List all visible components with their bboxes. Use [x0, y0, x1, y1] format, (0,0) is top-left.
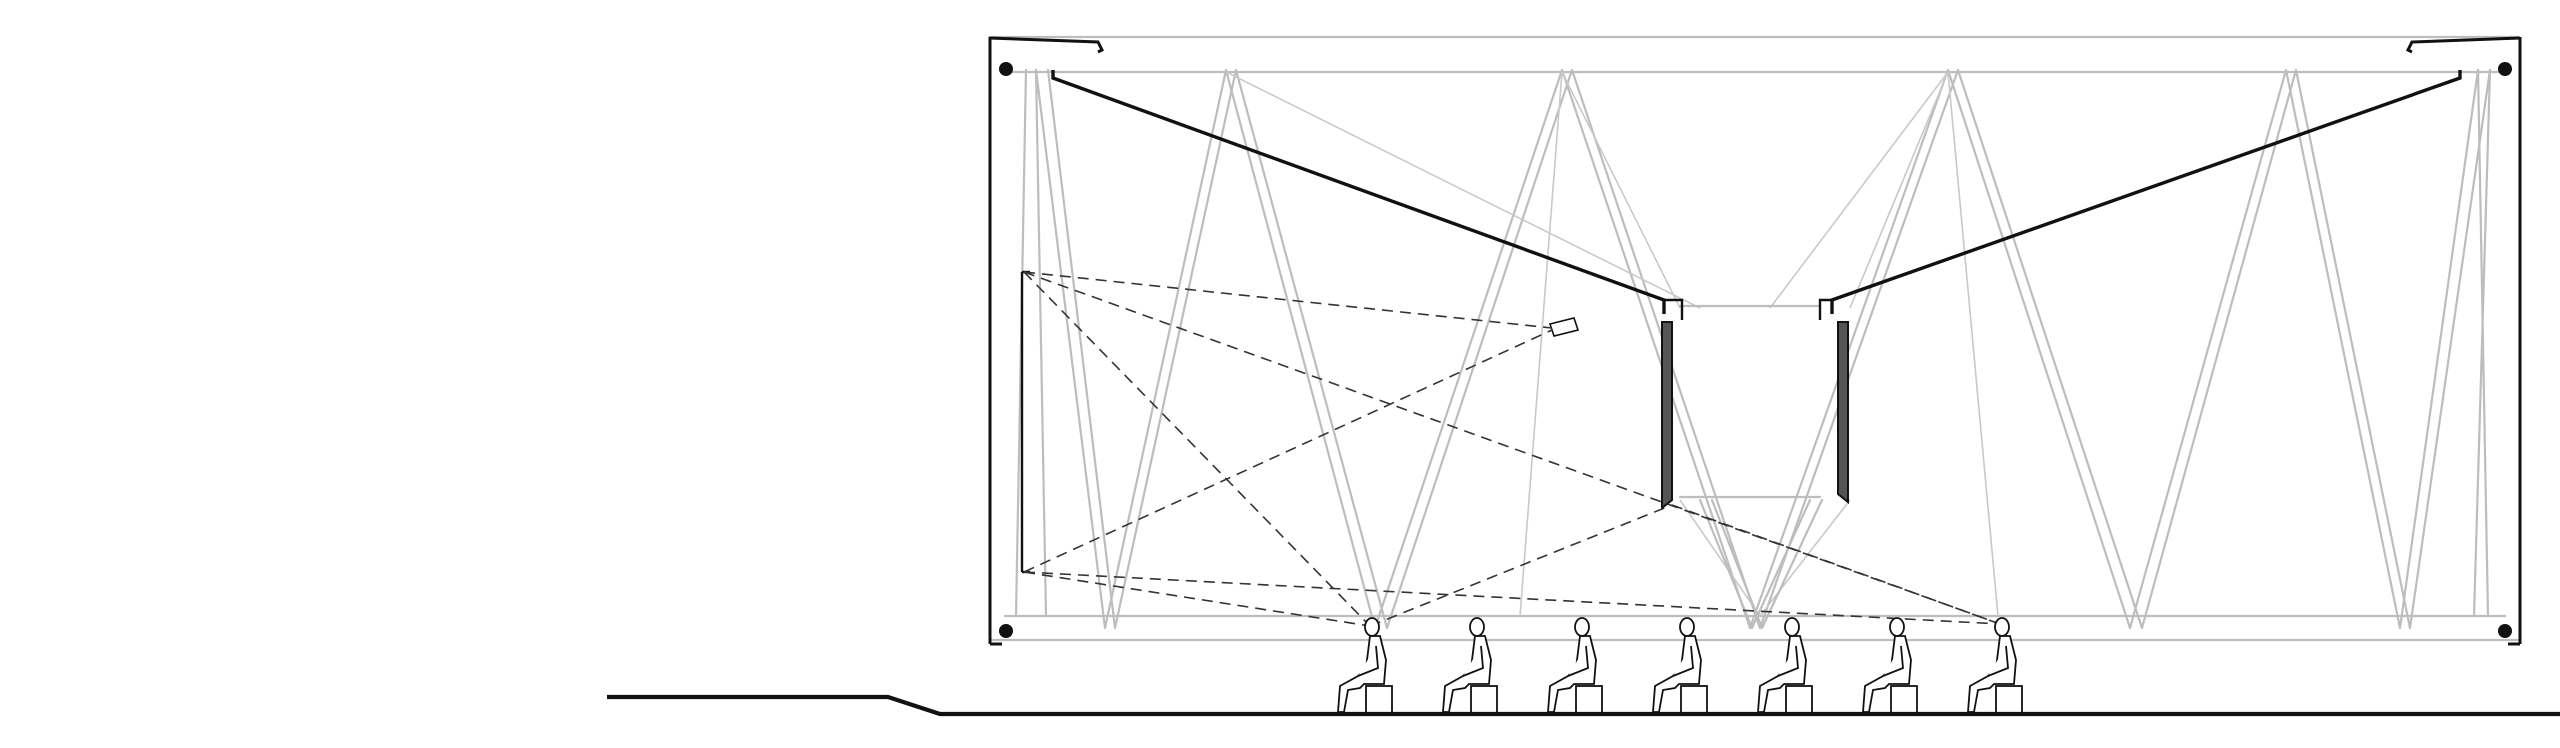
zigzag-inner — [1046, 68, 2492, 630]
box-side-panel-right — [1837, 321, 1849, 505]
corner-node — [2498, 62, 2512, 76]
person-head — [1994, 617, 2010, 637]
box-hanger-right — [1818, 298, 1832, 320]
person-arm — [1882, 645, 1904, 677]
seat-block — [1890, 685, 1918, 715]
cross-diagonals — [1225, 71, 1999, 617]
person-arm — [1777, 645, 1799, 677]
person-head — [1364, 617, 1380, 637]
cable-right — [1830, 70, 2462, 314]
ground-line — [607, 694, 2560, 717]
corner-node — [999, 62, 1013, 76]
seated-audience — [1337, 617, 2023, 715]
left-end-post — [1014, 68, 1048, 618]
person-arm — [1567, 645, 1589, 677]
person-head — [1574, 617, 1590, 637]
outer-frame — [988, 36, 2522, 646]
sightline-a-bottom — [1023, 571, 1371, 627]
box-hanger-left — [1664, 298, 1684, 320]
audience-member — [1442, 617, 1498, 715]
sightline-box-low — [1369, 504, 1673, 627]
diagonal-truss — [990, 35, 2520, 642]
corner-node — [999, 624, 1013, 638]
person-arm — [1357, 645, 1379, 677]
right-end-post — [2472, 68, 2492, 618]
seat-block — [1470, 685, 1498, 715]
projection-ray-top — [1023, 271, 1553, 329]
suspension-cables — [1051, 70, 2462, 314]
audience-member — [1652, 617, 1708, 715]
seat-block — [1680, 685, 1708, 715]
person-head — [1679, 617, 1695, 637]
person-arm — [1987, 645, 2009, 677]
person-head — [1784, 617, 1800, 637]
projection-screen — [1020, 270, 1030, 574]
projector-body — [1548, 317, 1580, 337]
suspended-box — [1661, 298, 1849, 511]
frame-top-right — [2405, 36, 2521, 54]
corner-node — [2498, 624, 2512, 638]
person-arm — [1672, 645, 1694, 677]
audience-member — [1757, 617, 1813, 715]
sightline-b-bottom — [1023, 571, 2001, 625]
audience-member — [1337, 617, 1393, 715]
person-head — [1889, 617, 1905, 637]
sight-lines — [1023, 271, 2001, 627]
frame-top-left — [988, 36, 1105, 54]
person-arm — [1462, 645, 1484, 677]
audience-member — [1547, 617, 1603, 715]
sightline-a-top — [1023, 271, 1371, 627]
projector — [1548, 317, 1580, 337]
seat-block — [1365, 685, 1393, 715]
central-v — [1698, 498, 1824, 630]
seat-block — [1575, 685, 1603, 715]
sightline-box — [1671, 504, 2001, 625]
projection-ray-bottom — [1023, 329, 1553, 573]
audience-member — [1862, 617, 1918, 715]
seat-block — [1785, 685, 1813, 715]
cable-left — [1051, 70, 1666, 314]
person-head — [1469, 617, 1485, 637]
sightline-b-top — [1023, 271, 2001, 625]
ground-profile — [607, 694, 2560, 717]
zigzag-outer — [1034, 68, 2480, 630]
audience-member — [1967, 617, 2023, 715]
box-side-panel-left — [1661, 321, 1673, 511]
seat-block — [1995, 685, 2023, 715]
